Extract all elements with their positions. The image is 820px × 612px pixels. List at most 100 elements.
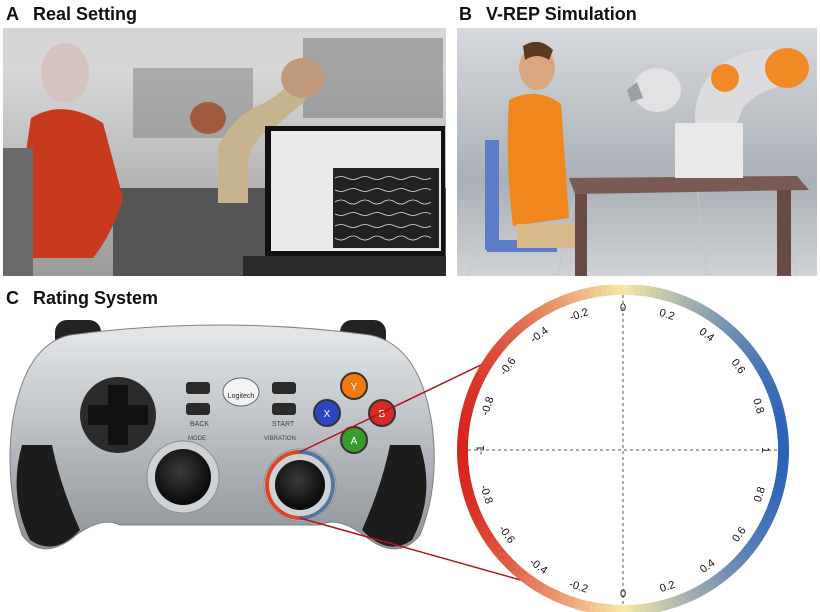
back-button	[186, 382, 210, 394]
rating-dial-ring-segment	[628, 604, 635, 612]
rating-dial-ring-segment	[534, 581, 546, 594]
rating-dial-ring-segment	[460, 481, 473, 491]
rating-dial-ring-segment	[605, 285, 613, 296]
rating-dial-ring-segment	[638, 603, 646, 612]
rating-dial-ring-segment	[768, 497, 781, 508]
rating-dial-ring-segment	[726, 326, 739, 339]
rating-dial-ring-segment	[495, 338, 508, 351]
sim-table-leg-left	[575, 194, 587, 276]
rating-dial-ring-segment	[722, 322, 735, 335]
rating-dial-ring-segment	[757, 522, 770, 534]
rating-dial-ring-segment	[457, 465, 470, 474]
rating-dial-ring-segment	[754, 527, 767, 539]
rating-dial-ring-segment	[709, 312, 721, 325]
button-a	[340, 426, 368, 454]
sim-robot-base	[675, 123, 743, 178]
rating-dial-ring-segment	[777, 444, 789, 451]
rating-dial-ring-segment	[738, 549, 751, 562]
eeg-traces	[334, 176, 432, 241]
sim-robot-joint-mid	[711, 64, 739, 92]
rating-dial-ring-segment	[670, 595, 680, 608]
sim-robot-joint-top	[765, 48, 809, 88]
rating-dial-ring-segment	[764, 508, 777, 518]
rating-dial-ring-segment	[516, 568, 528, 581]
rating-dial-ring-segment	[507, 561, 520, 574]
rating-dial-ring-segment	[751, 532, 764, 544]
rating-dial-ring-segment	[660, 288, 670, 302]
rating-dial-ring-segment	[535, 306, 546, 319]
rating-dial-label: 0	[620, 302, 626, 314]
rating-dial-ring-segment	[771, 487, 785, 497]
rating-dial-ring-segment	[730, 557, 743, 570]
button-x	[313, 399, 341, 427]
panel-b-letter: B	[459, 4, 472, 24]
rating-dial-ring-segment	[457, 438, 469, 445]
rating-dial-ring-segment	[565, 595, 576, 608]
rating-dial-ring-segment	[639, 285, 647, 297]
rating-dial-ring-segment	[690, 300, 702, 314]
rating-dial-ring-segment	[713, 572, 726, 585]
logitech-logo-text: Logitech	[228, 393, 255, 400]
rating-dial-ring-segment	[545, 300, 556, 314]
real-setting-photo	[3, 28, 446, 276]
rating-dial-ring-segment	[507, 326, 520, 339]
rating-dial-face	[468, 295, 778, 605]
rating-dial-ring-segment	[482, 356, 495, 368]
rating-dial-ring-segment	[714, 315, 726, 329]
rating-dial-label: 0.2	[658, 579, 676, 595]
rating-dial-ring-segment	[700, 581, 711, 594]
rating-dial-ring-segment	[654, 600, 664, 612]
rating-dial-ring-segment	[705, 309, 717, 322]
rating-dial-ring-segment	[775, 471, 788, 480]
rating-dial-ring-segment	[644, 285, 653, 298]
rating-dial-ring-segment	[741, 343, 754, 355]
rating-dial-ring-segment	[599, 603, 607, 612]
rating-dial-ring-segment	[571, 597, 581, 610]
panel-a-title: A Real Setting	[6, 4, 137, 24]
rating-dial-ring-segment	[611, 285, 618, 296]
sim-person-shirt	[507, 93, 569, 226]
start-button	[272, 382, 296, 394]
rating-dial-ring-segment	[457, 443, 469, 450]
robot-gripper	[190, 102, 226, 134]
gamepad: BACK START MODE VIBRATION Logitech Y X B…	[9, 320, 435, 550]
right-grip	[362, 445, 427, 547]
rating-dial-ring-segment	[776, 466, 789, 474]
rating-dial-ring-segment	[700, 306, 712, 319]
rating-dial-ring-segment	[644, 602, 652, 612]
rating-dial-ring-segment	[576, 598, 586, 612]
rating-dial-ring-segment	[681, 296, 691, 309]
rating-dial-ring-segment	[511, 322, 524, 335]
rating-dial-ring-segment	[762, 513, 775, 524]
rating-dial-ring-segment	[555, 295, 566, 309]
rating-dial-ring-segment	[754, 362, 767, 373]
rating-dial-color-ring	[457, 285, 789, 612]
rating-dial-ring-segment	[467, 387, 480, 397]
rating-dial-ring-segment	[748, 536, 761, 548]
rating-dial-ring-segment	[482, 531, 495, 543]
rating-dial-ring-segment	[617, 604, 623, 612]
rating-dial-ring-segment	[459, 415, 472, 424]
rating-dial-ring-segment	[777, 460, 789, 468]
rating-dial-ring-segment	[516, 319, 528, 332]
rating-dial-ring-segment	[485, 352, 498, 364]
lab-cabinet	[303, 38, 443, 118]
person-head	[41, 43, 89, 103]
rating-dial-ring-segment	[690, 586, 701, 600]
rating-dial-ring-segment	[734, 334, 747, 347]
left-grip	[16, 445, 80, 547]
rating-dial-ring-segment	[633, 285, 641, 296]
rating-dial-ring-segment	[757, 367, 770, 378]
rating-dial-ring-segment	[680, 591, 691, 605]
button-a-label: A	[351, 436, 358, 447]
rating-dial-ring-segment	[762, 377, 775, 388]
panel-a-letter: A	[6, 4, 19, 24]
rating-dial-ring-segment	[473, 517, 487, 528]
panel-a-label: Real Setting	[33, 4, 138, 24]
rating-dial-ring-segment	[611, 604, 618, 612]
rating-dial-ring-segment	[465, 392, 478, 403]
rating-dial-ring-segment	[695, 303, 707, 316]
rating-dial-ring-segment	[676, 294, 686, 307]
